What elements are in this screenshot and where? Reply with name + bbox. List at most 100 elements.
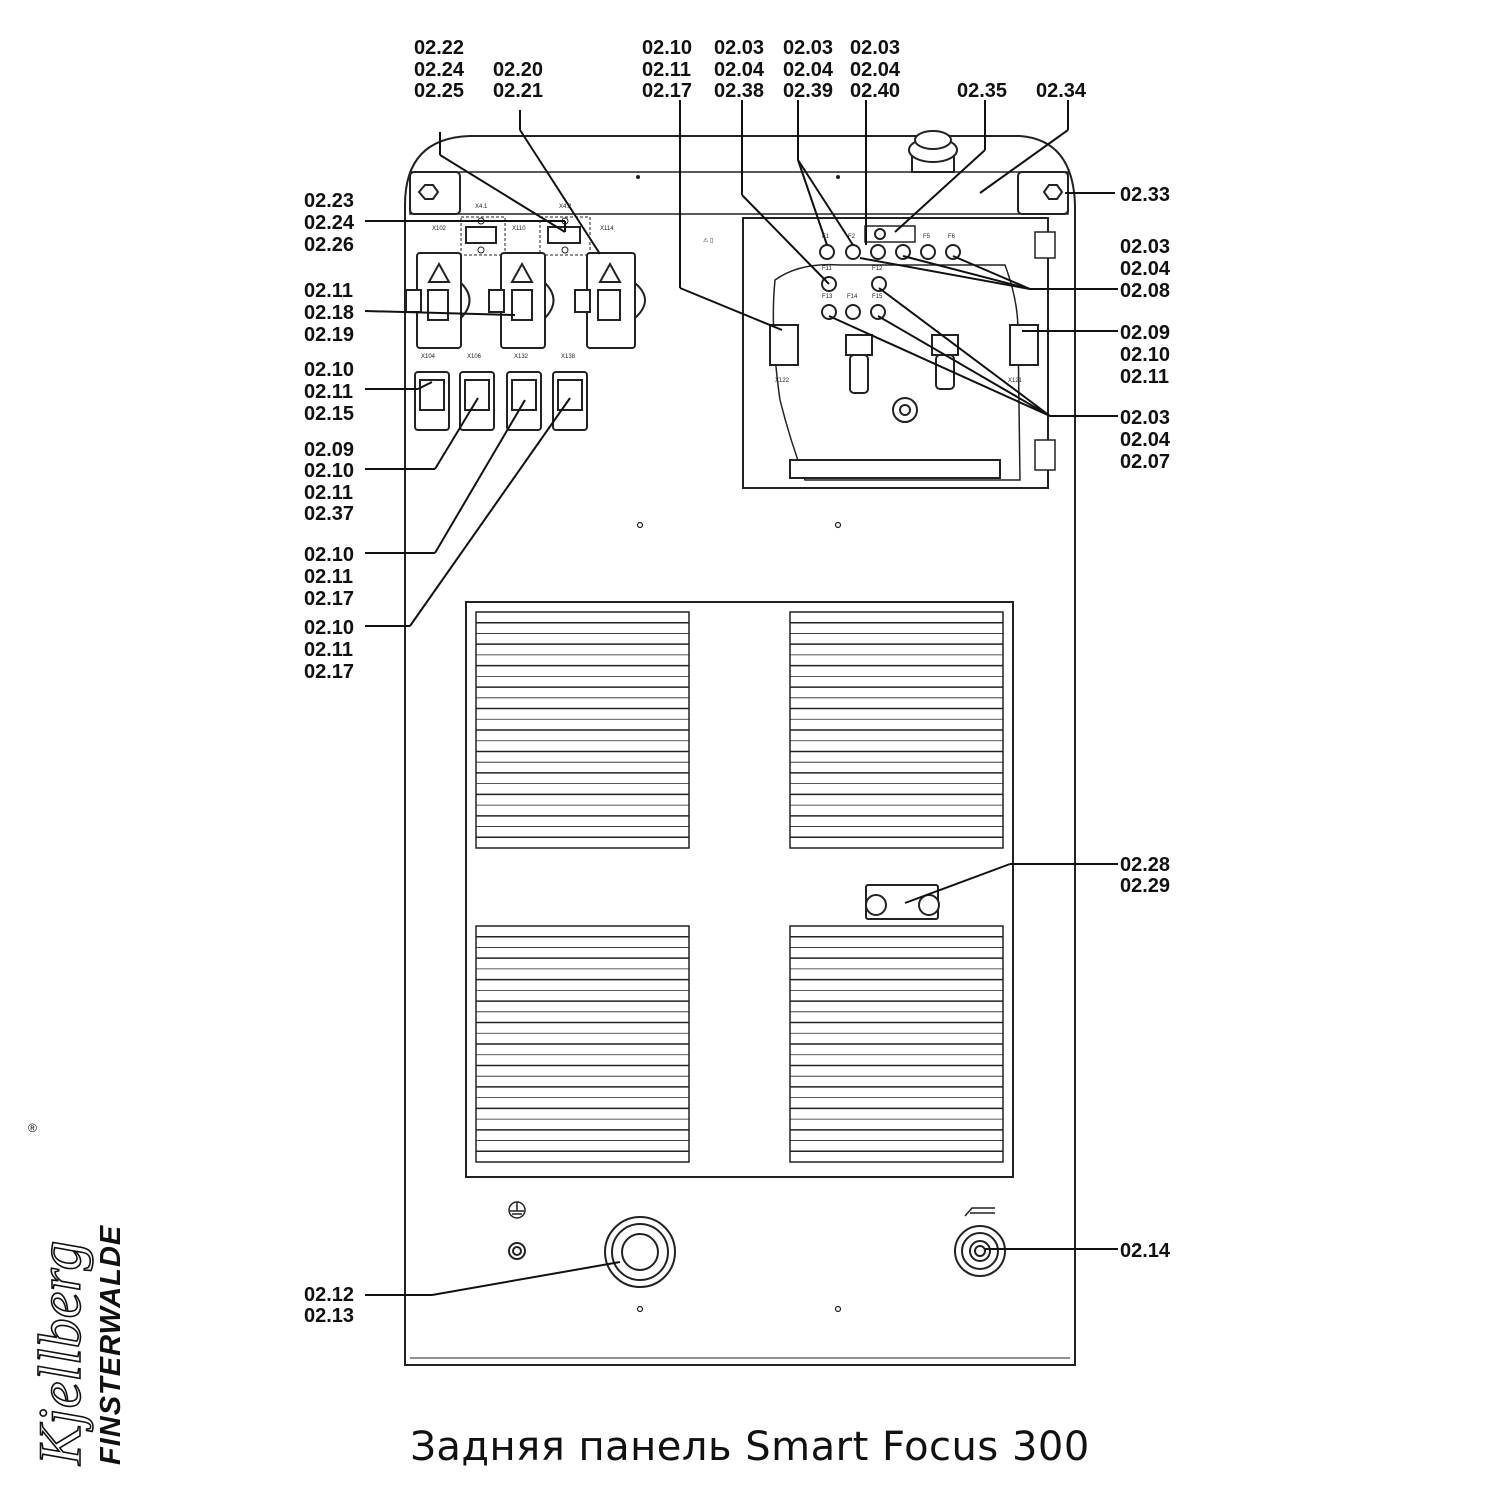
callout-left-f-2: 02.11 (304, 639, 353, 661)
top-knob (908, 130, 958, 173)
callout-top-d-2: 02.04 (714, 59, 765, 81)
x114-label: X114 (600, 226, 614, 232)
x104-label: X104 (421, 354, 436, 360)
callout-left-f-1: 02.10 (304, 617, 354, 639)
callout-left-e-2: 02.11 (304, 566, 353, 588)
callout-left-a-1: 02.23 (304, 190, 354, 212)
torch-connector (954, 1207, 1006, 1277)
bracket-bolts (865, 884, 940, 920)
f12-label: F12 (872, 266, 883, 272)
callout-left-g-1: 02.12 (304, 1284, 354, 1306)
logo-sub: FINSTERWALDE (95, 1224, 127, 1465)
data-connectors (460, 216, 591, 256)
callout-left-c-3: 02.15 (304, 403, 354, 425)
ground-stud (508, 1242, 526, 1260)
main-cable-gland (604, 1216, 676, 1288)
callout-right-b-3: 02.08 (1120, 280, 1170, 302)
callout-top-c-1: 02.10 (642, 37, 692, 59)
coolant-couplings (769, 324, 1039, 479)
callout-top-f-1: 02.03 (850, 37, 900, 59)
callout-right-e-2: 02.29 (1120, 875, 1170, 897)
callout-right-c-3: 02.11 (1120, 366, 1169, 388)
registered-mark: ® (28, 1121, 37, 1135)
callout-left-d-2: 02.10 (304, 460, 354, 482)
callout-left-d-1: 02.09 (304, 439, 354, 461)
x41-label: X4.1 (475, 204, 488, 210)
callout-left-b-3: 02.19 (304, 324, 354, 346)
callout-right-b-1: 02.03 (1120, 236, 1170, 258)
x121-label: X121 (1008, 378, 1023, 384)
callout-right-d-1: 02.03 (1120, 407, 1170, 429)
caption: Задняя панель Smart Focus 300 (410, 1424, 1090, 1470)
f14-label: F14 (847, 294, 858, 300)
f5-label: F5 (923, 234, 931, 240)
callout-right-b-2: 02.04 (1120, 258, 1171, 280)
callout-right-a: 02.33 (1120, 184, 1170, 206)
ground-symbol (508, 1201, 526, 1219)
callout-top-b-2: 02.21 (493, 80, 543, 102)
callout-top-f-3: 02.40 (850, 80, 900, 102)
callout-top-g: 02.35 (957, 80, 1007, 102)
callouts: 02.22 02.24 02.25 02.20 02.21 02.10 02.1… (304, 37, 1171, 1327)
louvers (475, 611, 1004, 1163)
power-socket-x114 (574, 252, 646, 349)
small-sockets (414, 371, 588, 431)
callout-top-a-2: 02.24 (414, 59, 465, 81)
callout-left-d-4: 02.37 (304, 503, 354, 525)
power-socket-x102 (405, 252, 471, 349)
callout-right-d-2: 02.04 (1120, 429, 1171, 451)
callout-top-b-1: 02.20 (493, 59, 543, 81)
callout-left-e-3: 02.17 (304, 588, 354, 610)
callout-top-d-1: 02.03 (714, 37, 764, 59)
x106-label: X106 (467, 354, 482, 360)
x110-label: X110 (512, 226, 526, 232)
kjellberg-logo: Kjellberg FINSTERWALDE ® (22, 1110, 132, 1470)
fuses (819, 244, 961, 320)
logo-graphic: Kjellberg FINSTERWALDE ® (26, 1121, 127, 1467)
f2-label: F2 (848, 234, 856, 240)
callout-right-f: 02.14 (1120, 1240, 1171, 1262)
callout-top-e-3: 02.39 (783, 80, 833, 102)
ventilation-grille (465, 601, 1014, 1178)
x132-label: X132 (514, 354, 529, 360)
f11-label: F11 (822, 266, 833, 272)
x138-label: X138 (561, 354, 576, 360)
logo-brand: Kjellberg (27, 1241, 93, 1466)
callout-top-e-2: 02.04 (783, 59, 834, 81)
callout-top-h: 02.34 (1036, 80, 1087, 102)
f6-label: F6 (948, 234, 956, 240)
warning-icon: ⚠ ▯ (703, 237, 713, 244)
callout-top-c-3: 02.17 (642, 80, 692, 102)
power-socket-x110 (488, 252, 555, 349)
callout-top-f-2: 02.04 (850, 59, 901, 81)
callout-left-a-3: 02.26 (304, 234, 354, 256)
callout-top-e-1: 02.03 (783, 37, 833, 59)
callout-left-c-1: 02.10 (304, 359, 354, 381)
callout-left-f-3: 02.17 (304, 661, 354, 683)
callout-left-a-2: 02.24 (304, 212, 355, 234)
callout-left-c-2: 02.11 (304, 381, 353, 403)
handle-bracket-right (1017, 171, 1069, 215)
callout-top-a-1: 02.22 (414, 37, 464, 59)
callout-right-e-1: 02.28 (1120, 854, 1170, 876)
x42-label: X4.2 (559, 204, 572, 210)
f15-label: F15 (872, 294, 883, 300)
callout-right-c-2: 02.10 (1120, 344, 1170, 366)
callout-top-d-3: 02.38 (714, 80, 764, 102)
callout-left-e-1: 02.10 (304, 544, 354, 566)
f13-label: F13 (822, 294, 833, 300)
x122-label: X122 (775, 378, 790, 384)
f1-label: F1 (822, 234, 830, 240)
callout-left-g-2: 02.13 (304, 1305, 354, 1327)
handle-bracket-left (409, 171, 461, 215)
callout-right-c-1: 02.09 (1120, 322, 1170, 344)
callout-left-b-1: 02.11 (304, 280, 353, 302)
callout-top-c-2: 02.11 (642, 59, 691, 81)
callout-left-b-2: 02.18 (304, 302, 354, 324)
callout-left-d-3: 02.11 (304, 482, 353, 504)
callout-right-d-3: 02.07 (1120, 451, 1170, 473)
x102-label: X102 (432, 226, 447, 232)
callout-top-a-3: 02.25 (414, 80, 464, 102)
leader-lines (364, 100, 1118, 1296)
